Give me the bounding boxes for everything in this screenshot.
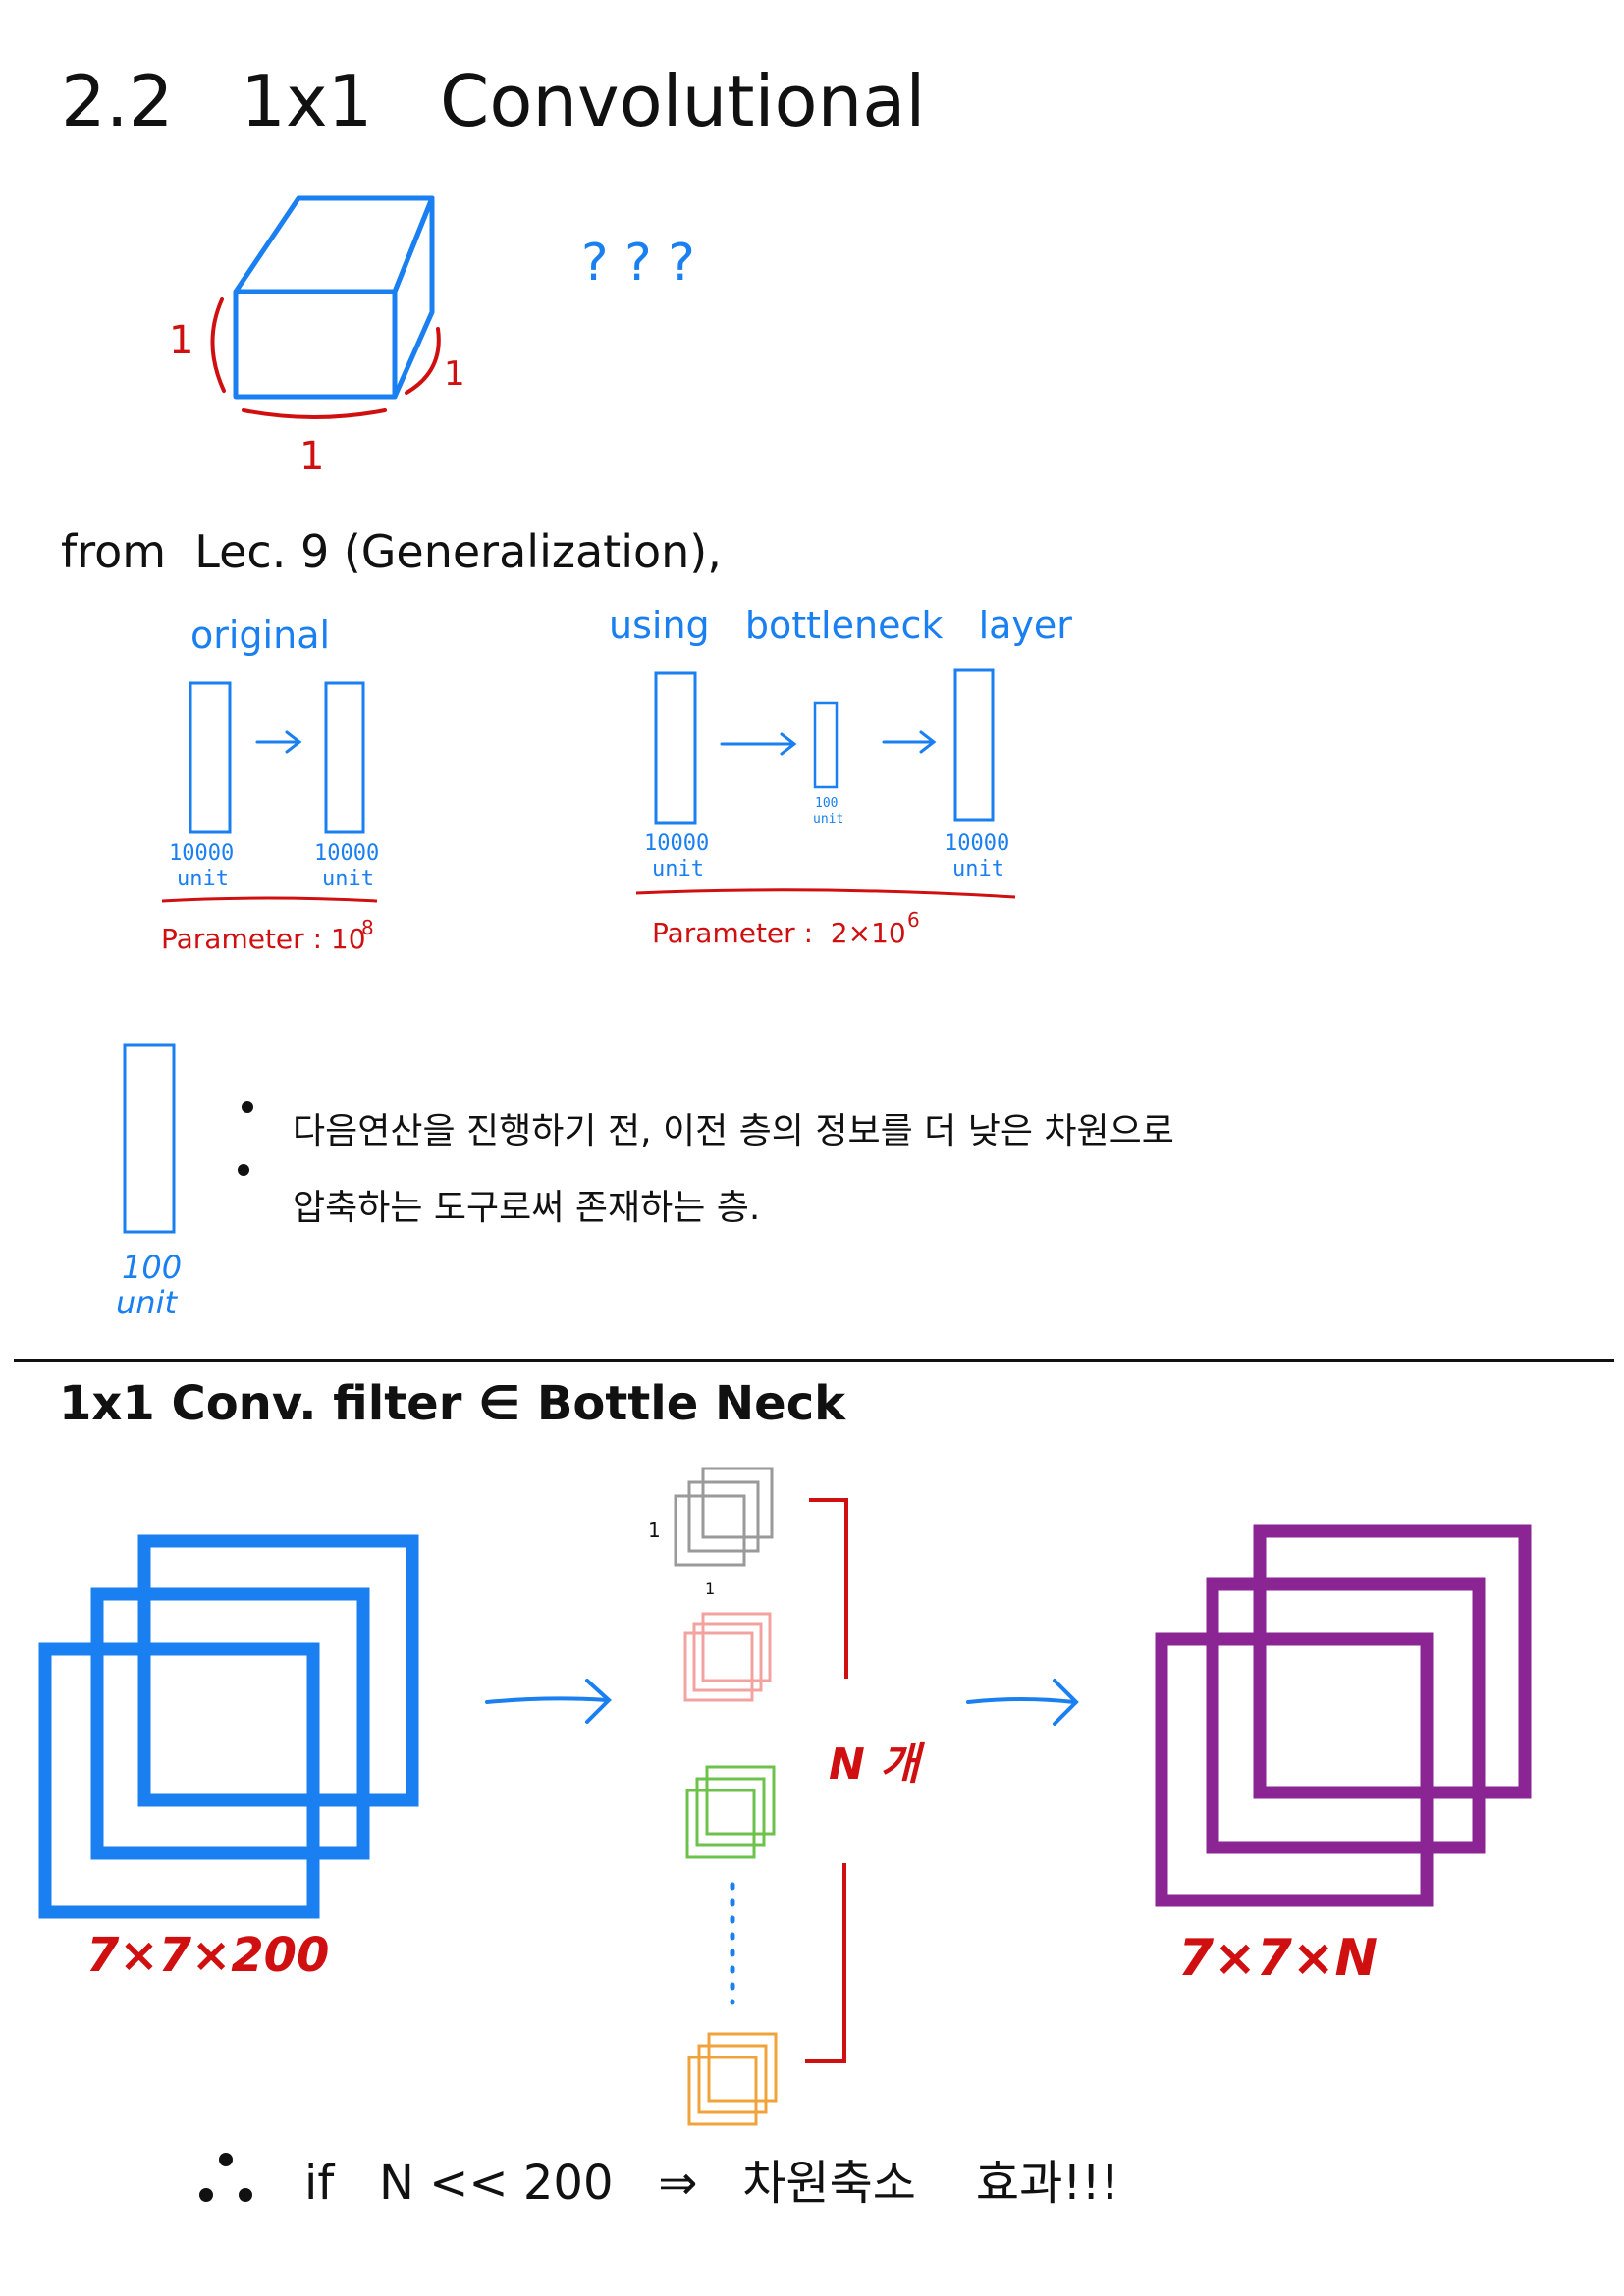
layer-box-unit-word: unit bbox=[116, 1284, 178, 1321]
description-line-1: 다음연산을 진행하기 전, 이전 층의 정보를 더 낮은 차원으로 bbox=[293, 1111, 1174, 1151]
original-heading: original bbox=[190, 614, 330, 657]
output-volume-label: 7×7×N bbox=[1178, 1929, 1378, 1988]
original-right-units: 10000 bbox=[314, 841, 379, 866]
input-volume bbox=[38, 1534, 419, 1919]
bottleneck-arrow-2 bbox=[882, 730, 937, 754]
cube-side-bracket bbox=[405, 327, 441, 395]
section2-heading: 1x1 Conv. filter ∈ Bottle Neck bbox=[59, 1376, 846, 1431]
question-marks: ? ? ? bbox=[581, 234, 695, 293]
input-channel-mid bbox=[90, 1587, 370, 1860]
n-filters-bracket bbox=[805, 1498, 848, 2063]
source-note: from Lec. 9 (Generalization), bbox=[61, 525, 722, 578]
bottleneck-left-units: 10000 bbox=[644, 831, 709, 856]
cube-figure bbox=[233, 195, 435, 400]
original-arrow bbox=[255, 730, 302, 754]
arrow-to-filters bbox=[485, 1679, 612, 1724]
bottleneck-left-unit-word: unit bbox=[652, 857, 704, 881]
cube-left-bracket bbox=[210, 297, 226, 393]
bullet-1 bbox=[242, 1101, 253, 1113]
cube-width-label: 1 bbox=[299, 434, 324, 479]
original-input-layer bbox=[189, 681, 232, 834]
bottleneck-input-layer bbox=[654, 671, 697, 825]
bottleneck-underline bbox=[635, 888, 1016, 899]
bottleneck-right-unit-word: unit bbox=[952, 857, 1004, 881]
bottleneck-arrow-1 bbox=[720, 732, 797, 756]
original-output-layer bbox=[324, 681, 365, 834]
therefore-symbol bbox=[199, 2153, 252, 2202]
bottleneck-mid-units: 100 bbox=[815, 796, 838, 811]
original-left-units: 10000 bbox=[169, 841, 234, 866]
original-parameter-exponent: 8 bbox=[361, 916, 374, 939]
cube-front-face bbox=[233, 289, 398, 400]
bottleneck-output-layer bbox=[953, 668, 995, 822]
output-channel-front bbox=[1155, 1632, 1434, 1907]
page-title: 2.2 1x1 Convolutional bbox=[61, 60, 925, 142]
description-line-2: 압축하는 도구로써 존재하는 층. bbox=[293, 1188, 760, 1228]
bottleneck-parameter-exponent: 6 bbox=[907, 908, 920, 932]
filter-orange bbox=[687, 2032, 778, 2126]
original-right-unit-word: unit bbox=[322, 867, 374, 891]
filter-green bbox=[685, 1765, 776, 1859]
bottleneck-heading: using bottleneck layer bbox=[609, 604, 1072, 647]
cube-dimension-marks bbox=[210, 297, 441, 419]
original-parameter: Parameter : 10 bbox=[161, 923, 366, 955]
conclusion-text: if N << 200 ⇒ 차원축소 효과!!! bbox=[304, 2156, 1119, 2211]
input-channel-front bbox=[38, 1642, 320, 1919]
filter-pink bbox=[683, 1612, 772, 1702]
arrow-to-output bbox=[966, 1679, 1079, 1726]
bottleneck-layer-box bbox=[123, 1043, 176, 1234]
filter-side-mark: 1 bbox=[648, 1519, 661, 1542]
cube-depth-label: 1 bbox=[169, 318, 193, 363]
bottleneck-parameter: Parameter : 2×10 bbox=[652, 917, 906, 949]
output-volume bbox=[1155, 1524, 1532, 1907]
layer-box-units: 100 bbox=[122, 1249, 182, 1286]
original-underline bbox=[161, 896, 378, 903]
bullet-2 bbox=[238, 1164, 249, 1176]
input-channel-back bbox=[137, 1534, 419, 1807]
cube-side-face bbox=[392, 195, 435, 400]
n-filters-label: N 개 bbox=[829, 1739, 925, 1789]
original-left-unit-word: unit bbox=[177, 867, 229, 891]
filter-bottom-mark: 1 bbox=[705, 1579, 715, 1598]
cube-bottom-bracket bbox=[242, 408, 387, 419]
output-channel-mid bbox=[1206, 1577, 1486, 1854]
output-channel-back bbox=[1253, 1524, 1532, 1799]
cube-height-label: 1 bbox=[444, 354, 465, 394]
filter-gray bbox=[674, 1467, 774, 1567]
bottleneck-mid-unit-word: unit bbox=[813, 812, 843, 827]
input-volume-label: 7×7×200 bbox=[86, 1928, 329, 1983]
bottleneck-right-units: 10000 bbox=[945, 831, 1009, 856]
bottleneck-middle-layer bbox=[813, 701, 839, 789]
